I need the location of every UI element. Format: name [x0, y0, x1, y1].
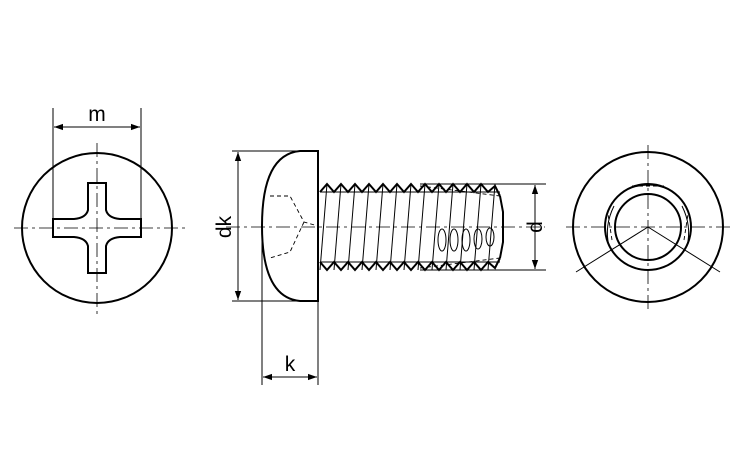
head-top-view: m: [14, 103, 188, 316]
side-view: dk k d: [213, 150, 547, 385]
d-label: d: [524, 221, 547, 233]
cross-recess-icon: [52, 182, 142, 274]
lobe-arc-left: [606, 205, 615, 247]
groove-oval: [461, 228, 471, 252]
thread-slant-line: [333, 183, 342, 271]
lobe-line-left: [575, 226, 649, 273]
groove-oval: [449, 228, 459, 252]
thread-slant-line: [417, 183, 426, 271]
groove-oval: [437, 228, 447, 252]
thread-slant-line: [375, 183, 384, 271]
k-label: k: [285, 353, 296, 376]
lobe-arc-right: [681, 205, 690, 247]
m-label: m: [88, 103, 106, 126]
lobe-arc-top: [625, 184, 671, 191]
pan-head-outline: [260, 150, 319, 302]
groove-oval: [473, 228, 483, 250]
thread-slant-line: [487, 183, 496, 271]
dk-label: dk: [213, 215, 236, 238]
groove-oval: [485, 227, 495, 247]
lobe-line-right: [647, 226, 721, 273]
thread-slant-line: [361, 183, 370, 271]
end-root-circle: [614, 193, 682, 261]
thread-tip-end: [499, 195, 504, 259]
thread-slant-line: [431, 183, 440, 271]
thread-slant-line: [389, 183, 398, 271]
lobe-hidden-line-right: [683, 213, 689, 241]
lobe-hidden-line-left: [607, 213, 613, 241]
thread-slant-line: [459, 183, 468, 271]
end-view: [566, 145, 732, 310]
thread-slant-line: [319, 183, 328, 271]
thread-slant-line: [403, 183, 412, 271]
thread-bottom-profile: [319, 257, 501, 272]
recess-hidden-line: [269, 195, 319, 259]
tapping-grooves: [437, 227, 495, 252]
thread-slant-lines: [319, 183, 496, 271]
thread-slant-line: [473, 183, 482, 271]
thread-slant-line: [445, 183, 454, 271]
thread-slant-line: [347, 183, 356, 271]
